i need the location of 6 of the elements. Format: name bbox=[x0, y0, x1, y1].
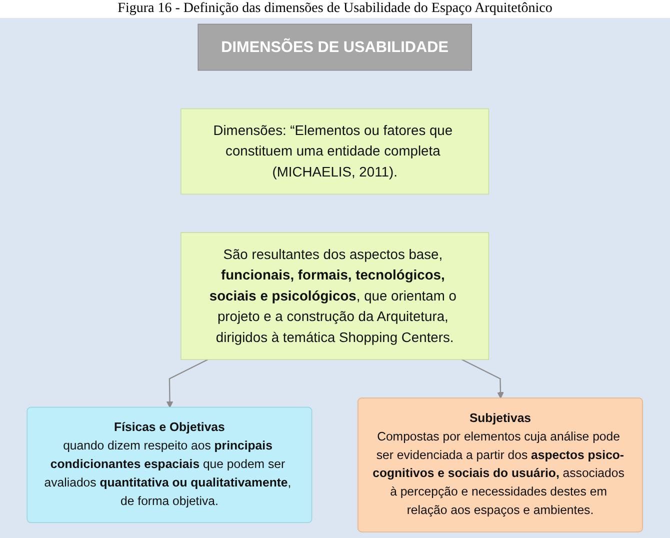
arrow bbox=[462, 359, 504, 399]
node-box: DIMENSÕES DE USABILIDADE bbox=[198, 24, 472, 71]
node-box: Dimensões: “Elementos ou fatores que constituem uma entidade completa (MICHAELIS, 2011). bbox=[180, 108, 490, 195]
node-box: São resultantes dos aspectos base, funcionais, formais, tecnológicos, sociais e psicológicos, que orientam o projeto e a construção da Arquitetura, dirigidos à temática Shopping Centers. bbox=[180, 232, 490, 360]
arrow bbox=[166, 359, 208, 408]
figure-caption: Figura 16 - Definição das dimensões de Usabilidade do Espaço Arquitetônico bbox=[116, 0, 554, 18]
